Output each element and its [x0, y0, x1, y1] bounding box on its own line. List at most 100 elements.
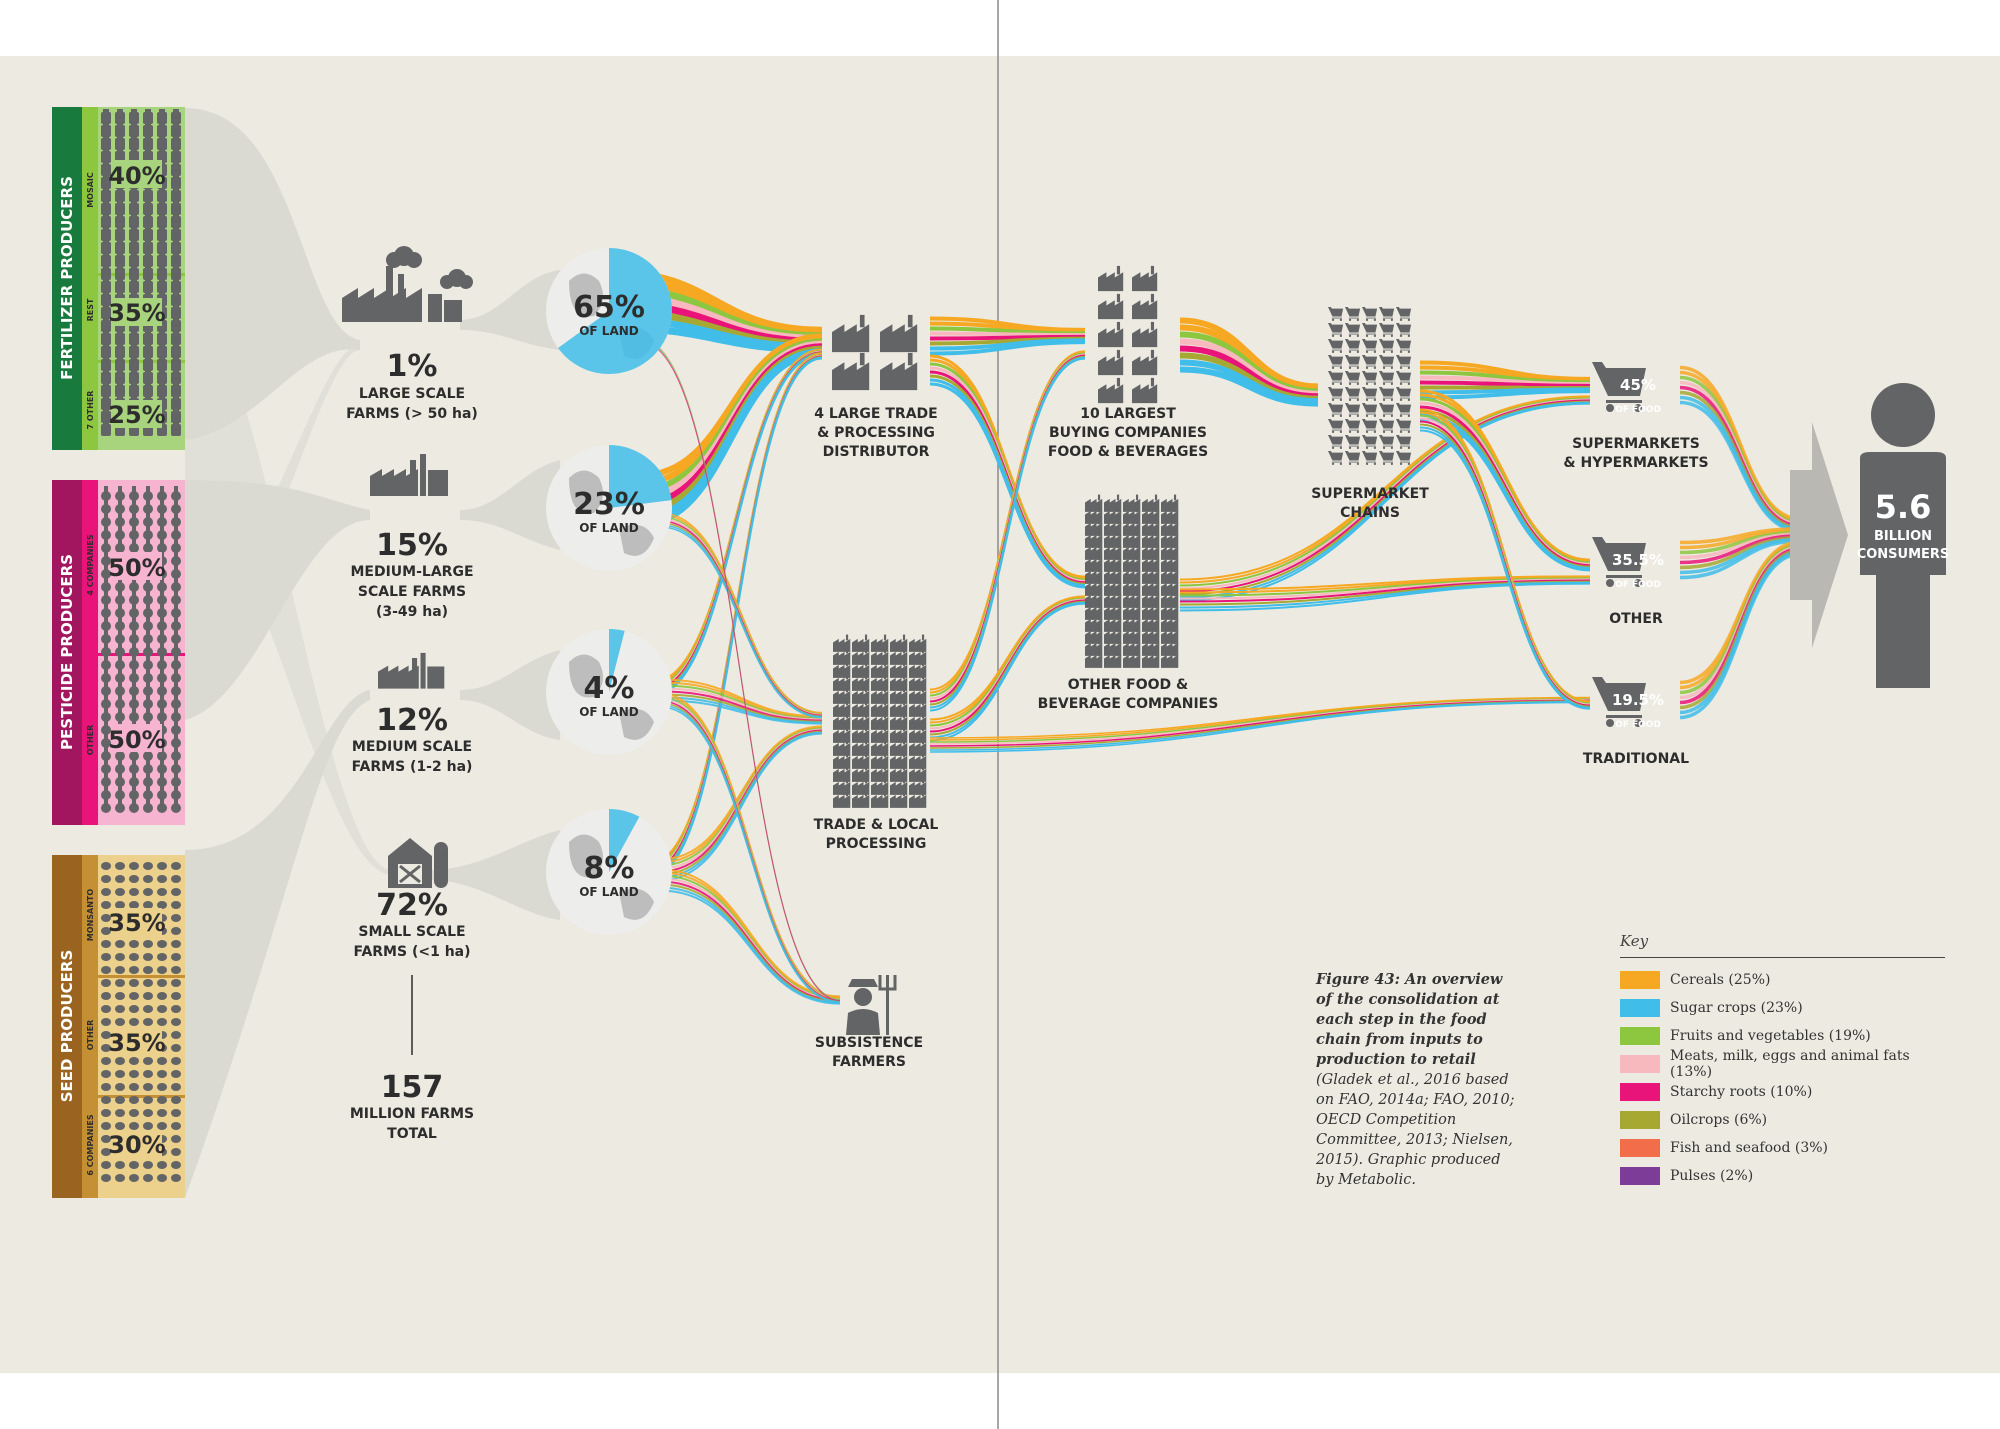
farm-desc: FARMS (<1 ha) — [353, 944, 470, 960]
seed-icon — [129, 1122, 139, 1130]
flow-buyers-to-retail — [1179, 401, 1591, 599]
flow-buyers-to-retail — [1179, 575, 1591, 591]
seed-icon — [101, 1057, 111, 1065]
segment-percent: 25% — [108, 401, 165, 429]
seed-icon — [129, 1161, 139, 1169]
flow-local-to-traditional — [929, 701, 1591, 751]
segment-percent: 35% — [108, 909, 165, 937]
flow-local-to-traditional — [929, 698, 1591, 743]
seed-icon — [143, 966, 153, 974]
seed-icon — [171, 992, 181, 1000]
seed-icon — [115, 992, 125, 1000]
seed-icon — [157, 1096, 167, 1104]
flow-local-to-traditional — [929, 697, 1591, 741]
key-item: Meats, milk, eggs and animal fats (13%) — [1620, 1048, 1945, 1080]
seed-icon — [129, 992, 139, 1000]
retail-percent: 45% — [1620, 376, 1656, 394]
flow-trade-to-buyers — [929, 382, 1086, 589]
seed-icon — [129, 1070, 139, 1078]
seed-icon — [101, 1122, 111, 1130]
key-swatch — [1620, 1027, 1660, 1045]
flow-trade-to-buyers — [929, 340, 1086, 356]
seed-icon — [157, 1083, 167, 1091]
seed-icon — [129, 1083, 139, 1091]
land-label: OF LAND — [579, 885, 639, 899]
segment-percent: 35% — [108, 1029, 165, 1057]
buyer-label: 10 LARGEST — [1080, 406, 1176, 422]
processor-label: SUBSISTENCE — [815, 1035, 923, 1051]
key-label: Sugar crops (23%) — [1670, 1000, 1803, 1016]
seed-icon — [115, 940, 125, 948]
farm-percent: 12% — [376, 703, 448, 738]
farm-percent: 15% — [376, 528, 448, 563]
land-percent: 8% — [584, 851, 635, 886]
seed-icon — [157, 1161, 167, 1169]
pesticide-producers — [52, 480, 185, 825]
input-flows — [185, 108, 560, 1198]
seed-icon — [171, 1005, 181, 1013]
key-swatch — [1620, 1167, 1660, 1185]
seed-icon — [115, 1096, 125, 1104]
seed-icon — [143, 1161, 153, 1169]
seed-icon — [143, 992, 153, 1000]
seed-icon — [101, 1096, 111, 1104]
seed-icon — [143, 862, 153, 870]
seed-icon — [115, 862, 125, 870]
key-title: Key — [1620, 932, 1945, 958]
continents-shape — [569, 834, 654, 920]
flow-land-to-local — [659, 684, 823, 720]
seed-icon — [157, 1057, 167, 1065]
flow-retail-to-consumers — [1679, 530, 1801, 555]
seed-icon — [143, 1109, 153, 1117]
processor-label: PROCESSING — [826, 836, 927, 852]
seed-icon — [115, 1005, 125, 1013]
flow-land-to-local — [659, 696, 823, 724]
seed-icon — [101, 940, 111, 948]
consumers-label: CONSUMERS — [1857, 547, 1950, 562]
figure-caption-title: Figure 43: An overview of the consolidat… — [1316, 971, 1503, 1068]
seed-icon — [101, 953, 111, 961]
seed-icon — [157, 888, 167, 896]
seed-icon — [115, 1109, 125, 1117]
seed-icon — [171, 1031, 181, 1039]
flow-local-to-buyers — [929, 357, 1086, 712]
retail-of-food: OF FOOD — [1615, 720, 1661, 730]
segment-percent: 50% — [108, 554, 165, 582]
key-swatch — [1620, 1111, 1660, 1129]
key-item: Oilcrops (6%) — [1620, 1106, 1945, 1134]
flow-land-to-subsistence — [659, 886, 841, 1004]
flow-land-to-subsistence — [639, 341, 841, 1002]
seed-icon — [115, 888, 125, 896]
key-label: Fruits and vegetables (19%) — [1670, 1028, 1871, 1044]
key-legend: Key Cereals (25%) Sugar crops (23%) Fruits… — [1620, 932, 1945, 1190]
key-item: Fruits and vegetables (19%) — [1620, 1022, 1945, 1050]
flow-land-to-local — [659, 687, 823, 721]
seed-icon — [101, 1109, 111, 1117]
segment-label: OTHER — [86, 1020, 95, 1051]
seed-icon — [171, 862, 181, 870]
key-item: Cereals (25%) — [1620, 966, 1945, 994]
flow-land-to-subsistence — [659, 871, 841, 999]
seed-icon — [171, 1135, 181, 1143]
seed-icon — [143, 1096, 153, 1104]
segment-label: MOSAIC — [86, 172, 95, 208]
seed-icon — [157, 1109, 167, 1117]
land-percent: 23% — [573, 487, 645, 522]
seed-icon — [143, 1005, 153, 1013]
seed-icon — [157, 862, 167, 870]
seed-producers-label: SEED PRODUCERS — [58, 950, 76, 1103]
seed-icon — [157, 966, 167, 974]
flow-buyers-to-retail — [1179, 399, 1591, 593]
land-percent: 65% — [573, 290, 645, 325]
flow-land-to-subsistence — [659, 883, 841, 1003]
seed-icon — [101, 1070, 111, 1078]
seed-icon — [157, 1122, 167, 1130]
seed-icon — [157, 875, 167, 883]
seed-icon — [171, 1174, 181, 1182]
farms-total-desc: TOTAL — [387, 1126, 437, 1142]
seed-icon — [157, 1174, 167, 1182]
flow-buyers-to-chains — [1179, 366, 1319, 407]
seed-icon — [115, 966, 125, 974]
seed-icon — [101, 992, 111, 1000]
land-share-wedge — [609, 629, 625, 692]
